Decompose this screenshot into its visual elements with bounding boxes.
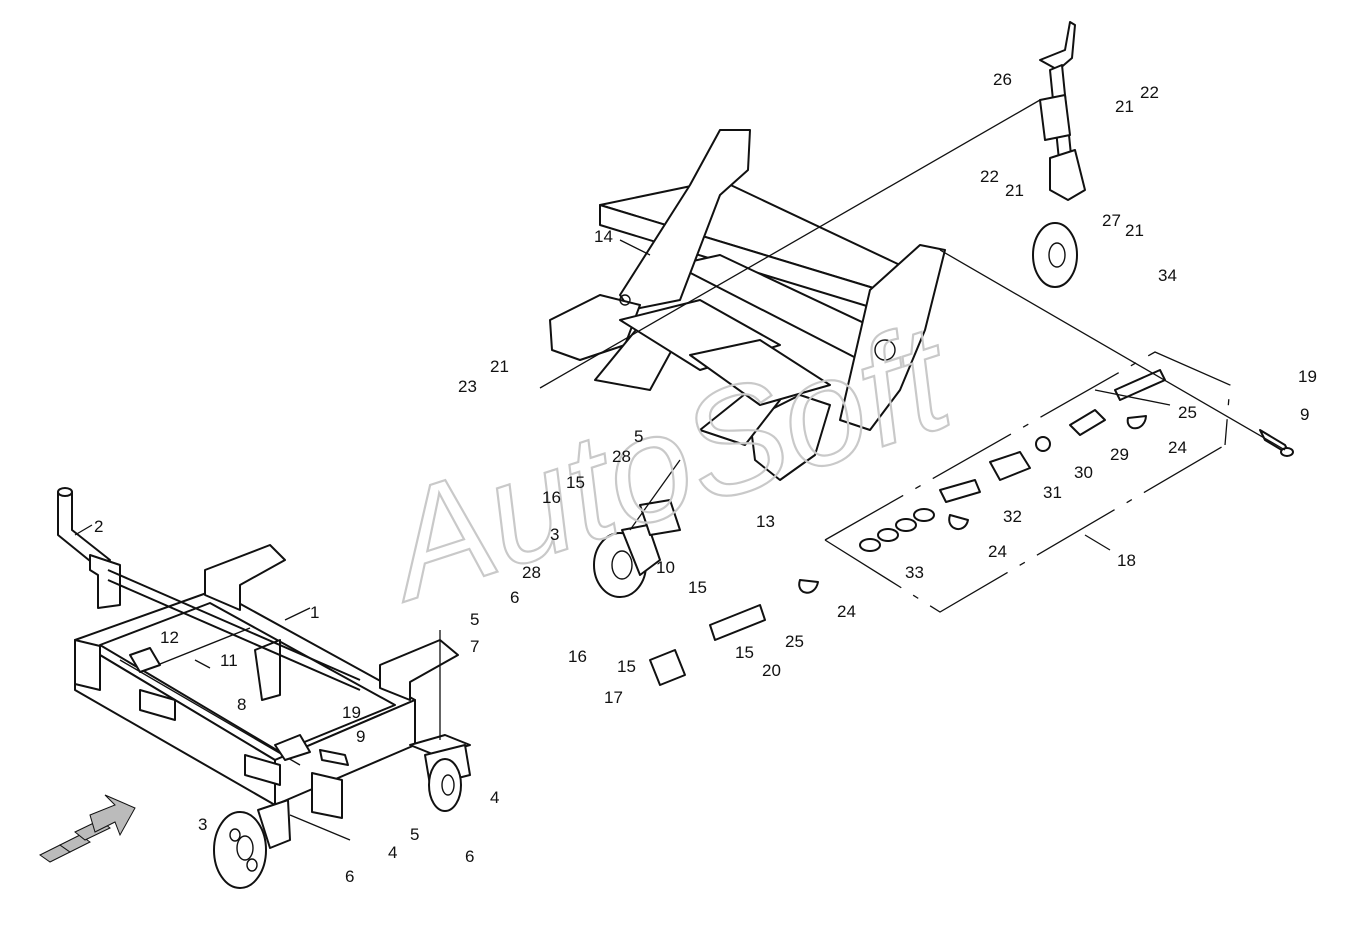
label-3-side: 3 bbox=[550, 525, 559, 544]
label-16b: 16 bbox=[568, 647, 587, 666]
label-16a: 16 bbox=[542, 488, 561, 507]
loose-plate-25 bbox=[709, 604, 766, 641]
label-15d: 15 bbox=[735, 643, 754, 662]
label-7: 7 bbox=[470, 637, 479, 656]
label-11: 11 bbox=[220, 651, 238, 670]
label-8: 8 bbox=[237, 695, 246, 714]
label-29: 29 bbox=[1110, 445, 1129, 464]
label-10: 10 bbox=[656, 558, 675, 577]
direction-arrow-icon bbox=[39, 794, 136, 863]
label-13: 13 bbox=[756, 512, 775, 531]
front-wheel bbox=[213, 799, 291, 889]
label-2: 2 bbox=[94, 517, 103, 536]
label-30: 30 bbox=[1074, 463, 1093, 482]
label-18: 18 bbox=[1117, 551, 1136, 570]
label-32: 32 bbox=[1003, 507, 1022, 526]
label-1: 1 bbox=[310, 603, 319, 622]
label-21d: 21 bbox=[490, 357, 509, 376]
label-4-caster: 4 bbox=[490, 788, 499, 807]
side-wheel-assembly bbox=[593, 499, 681, 598]
label-15b: 15 bbox=[688, 578, 707, 597]
handle-bar bbox=[57, 487, 361, 691]
wheel-27 bbox=[1032, 222, 1078, 288]
label-21a: 21 bbox=[1115, 97, 1134, 116]
label-6-side: 6 bbox=[510, 588, 519, 607]
label-24b: 24 bbox=[988, 542, 1007, 561]
label-5-frame: 5 bbox=[470, 610, 479, 629]
bracket-17 bbox=[649, 649, 686, 686]
chain-kit bbox=[824, 351, 1231, 613]
label-9-right: 9 bbox=[1300, 405, 1309, 424]
swivel-caster bbox=[409, 734, 471, 812]
upper-pole bbox=[1039, 21, 1086, 201]
main-frame bbox=[74, 544, 459, 819]
label-24a: 24 bbox=[1168, 438, 1187, 457]
label-27: 27 bbox=[1102, 211, 1121, 230]
label-25b: 25 bbox=[785, 632, 804, 651]
label-34: 34 bbox=[1158, 266, 1177, 285]
label-4: 4 bbox=[388, 843, 397, 862]
label-19-right: 19 bbox=[1298, 367, 1317, 386]
label-14: 14 bbox=[594, 227, 613, 246]
label-15c: 15 bbox=[617, 657, 636, 676]
label-6-caster: 6 bbox=[465, 847, 474, 866]
upper-carriage bbox=[549, 129, 946, 481]
label-19-left: 19 bbox=[342, 703, 361, 722]
label-22a: 22 bbox=[1140, 83, 1159, 102]
label-6-front: 6 bbox=[345, 867, 354, 886]
label-9-left: 9 bbox=[356, 727, 365, 746]
label-12: 12 bbox=[160, 628, 179, 647]
label-22b: 22 bbox=[980, 167, 999, 186]
label-5-bottom: 5 bbox=[410, 825, 419, 844]
leader-lines bbox=[289, 99, 1286, 841]
chain-33 bbox=[859, 508, 935, 552]
label-21c: 21 bbox=[1125, 221, 1144, 240]
label-24c: 24 bbox=[837, 602, 856, 621]
label-5-top: 5 bbox=[634, 427, 643, 446]
label-15a: 15 bbox=[566, 473, 585, 492]
callout-labels: 1 2 3 3 4 4 5 5 5 6 6 6 7 8 9 9 10 11 12… bbox=[74, 70, 1317, 886]
label-20: 20 bbox=[762, 661, 781, 680]
label-21b: 21 bbox=[1005, 181, 1024, 200]
label-28a: 28 bbox=[612, 447, 631, 466]
label-31: 31 bbox=[1043, 483, 1062, 502]
label-25a: 25 bbox=[1178, 403, 1197, 422]
pin-9-left bbox=[319, 749, 349, 766]
label-17: 17 bbox=[604, 688, 623, 707]
shackle-24 bbox=[798, 579, 819, 594]
label-33: 33 bbox=[905, 563, 924, 582]
label-26: 26 bbox=[993, 70, 1012, 89]
label-23: 23 bbox=[458, 377, 477, 396]
label-28b: 28 bbox=[522, 563, 541, 582]
label-3-front: 3 bbox=[198, 815, 207, 834]
pin-9-right bbox=[1259, 429, 1294, 457]
